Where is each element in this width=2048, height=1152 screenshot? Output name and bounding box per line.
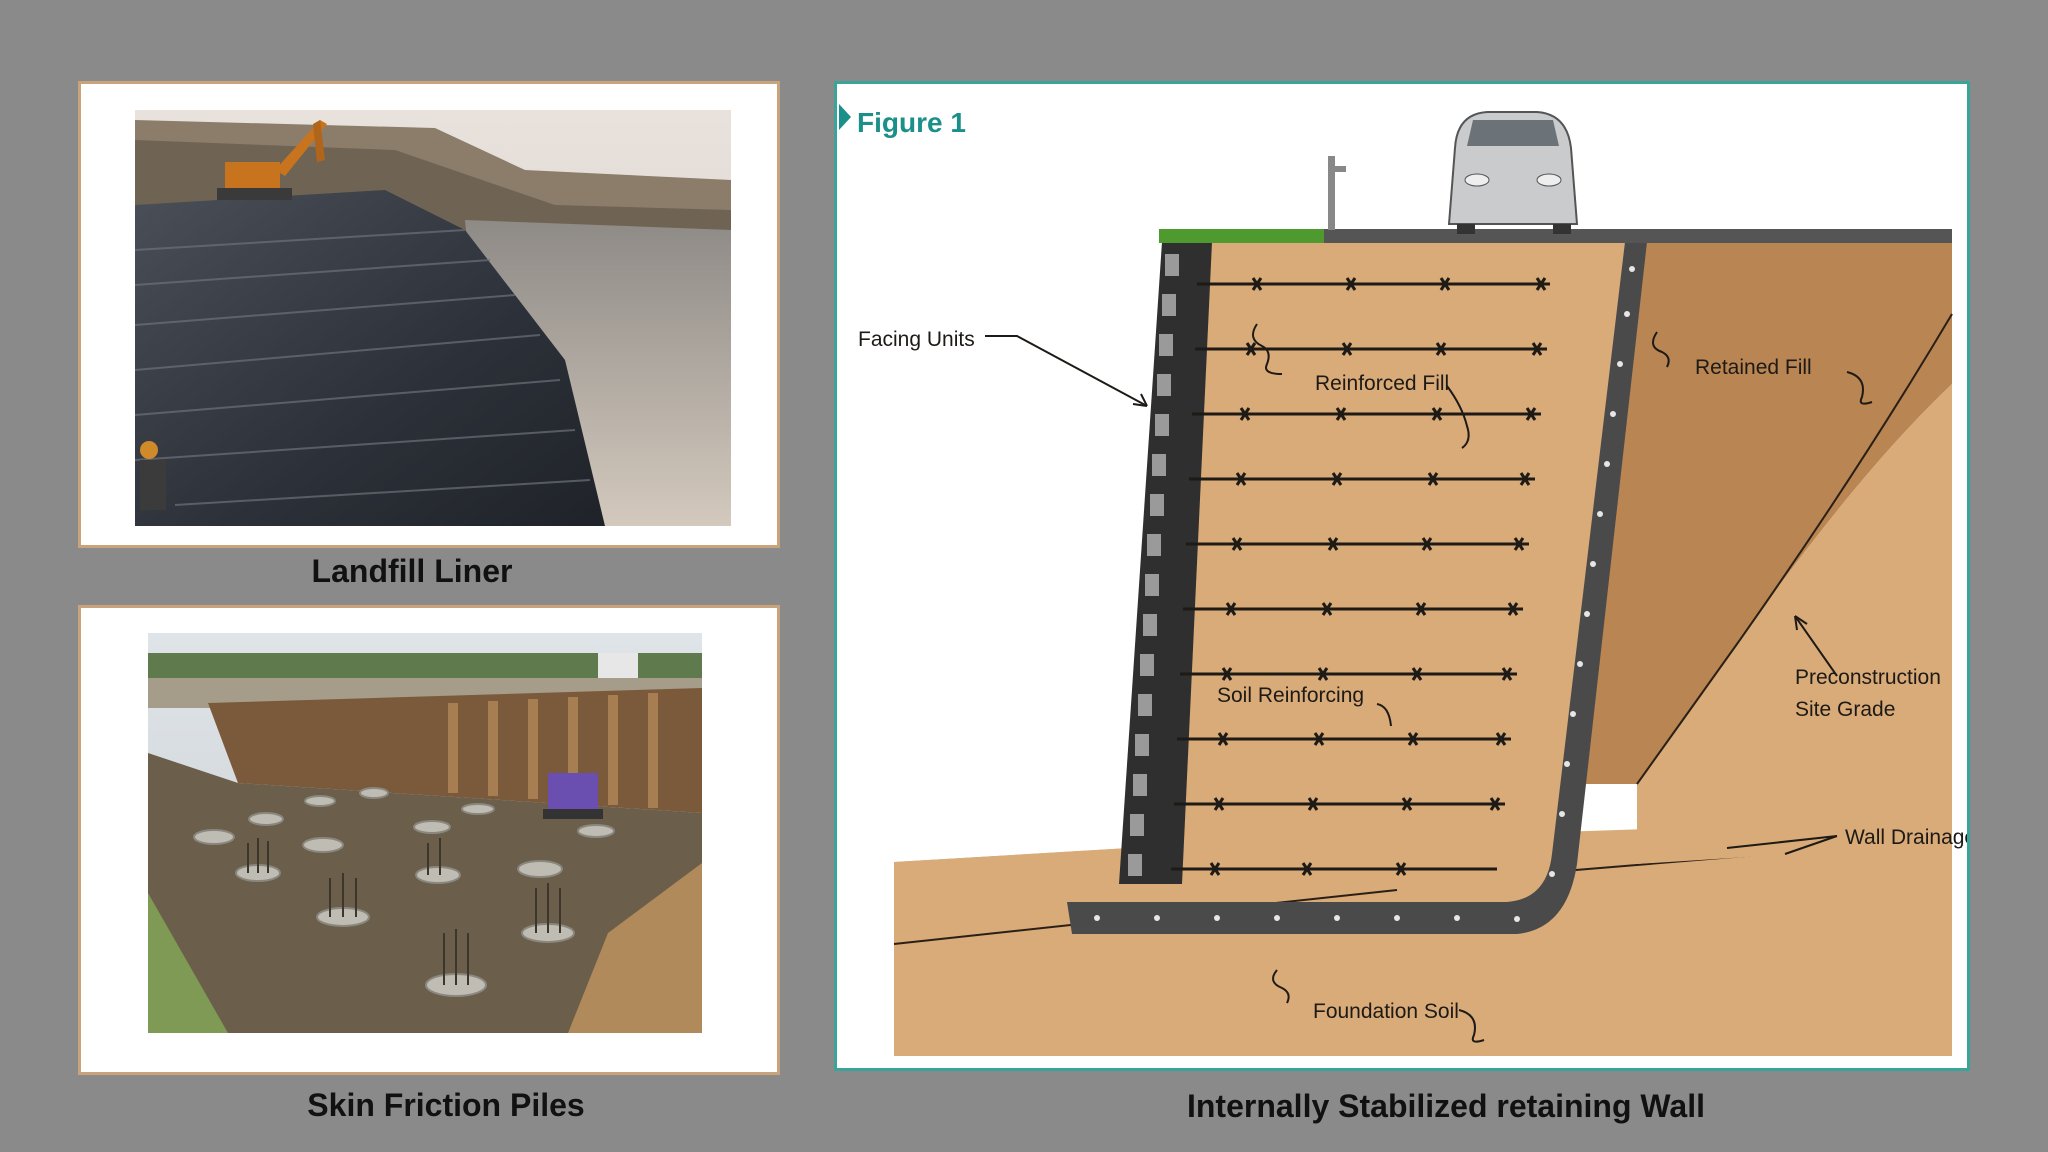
retaining-wall-caption: Internally Stabilized retaining Wall (1186, 1088, 1705, 1124)
label-retained-fill: Retained Fill (1695, 356, 1812, 379)
figure-marker-icon (839, 104, 851, 130)
landfill-liner-caption: Landfill Liner (311, 553, 513, 589)
label-reinforced-fill: Reinforced Fill (1315, 372, 1449, 395)
label-facing-units: Facing Units (858, 328, 975, 351)
label-wall-drainage: Wall Drainage (1845, 826, 1967, 849)
retaining-wall-diagram-frame: Figure 1 (834, 81, 1970, 1071)
mini-excavator-icon (543, 773, 603, 819)
landfill-liner-photo-frame (78, 81, 780, 548)
label-site-grade: Site Grade (1795, 698, 1895, 721)
label-soil-reinforcing: Soil Reinforcing (1217, 684, 1364, 707)
excavator-icon (217, 120, 327, 200)
landfill-liner-photo (135, 110, 731, 526)
retaining-wall-diagram: Figure 1 (839, 104, 1967, 1056)
figure-label: Figure 1 (857, 107, 966, 138)
label-foundation-soil: Foundation Soil (1313, 1000, 1459, 1023)
label-preconstruction: Preconstruction (1795, 666, 1941, 689)
skin-friction-piles-caption: Skin Friction Piles (307, 1087, 585, 1123)
skin-friction-piles-photo (148, 633, 702, 1033)
skin-friction-piles-photo-frame (78, 605, 780, 1075)
car-icon (1447, 111, 1579, 234)
